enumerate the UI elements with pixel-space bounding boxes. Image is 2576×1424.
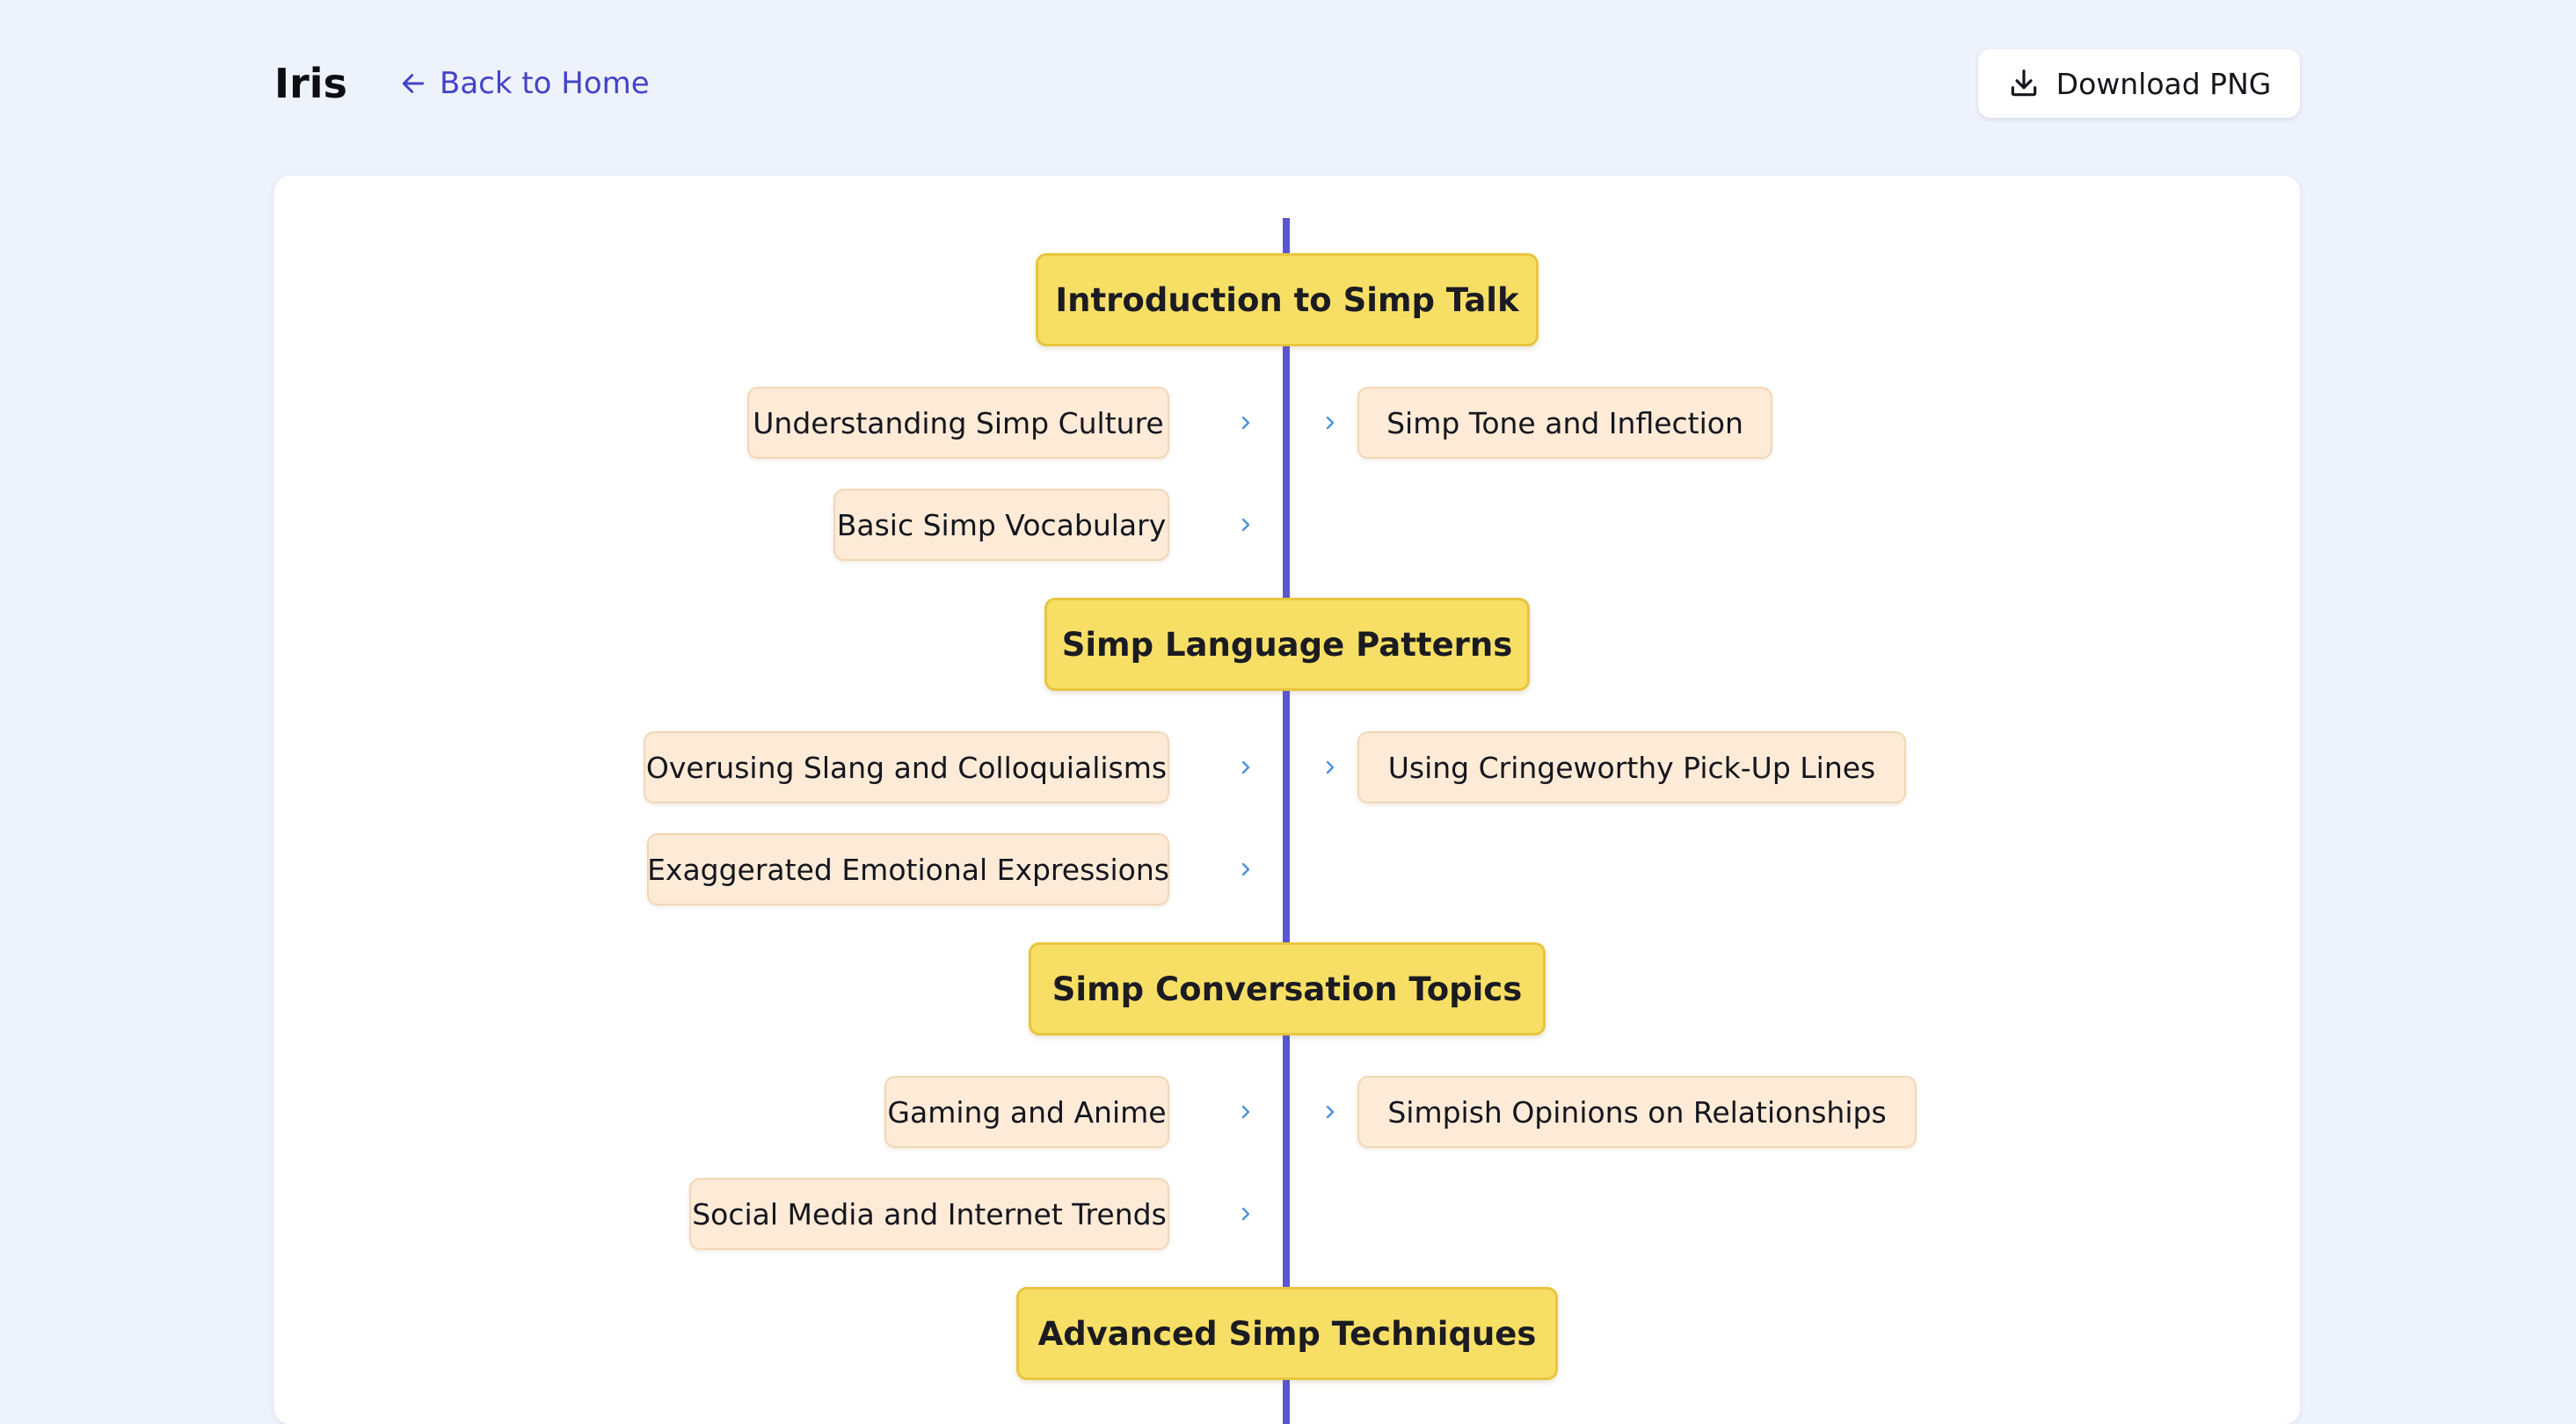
chevron-right-icon [1238,1206,1254,1222]
subtopic-understanding-simp-culture[interactable]: Understanding Simp Culture [747,387,1169,459]
download-icon [2007,67,2041,100]
subtopic-exaggerated-emotional-expressions[interactable]: Exaggerated Emotional Expressions [647,833,1169,905]
chevron-right-icon [1238,759,1254,775]
arrow-left-icon [399,69,427,98]
download-png-button[interactable]: Download PNG [1978,49,2300,118]
chevron-right-icon [1322,415,1338,431]
chevron-right-icon [1238,415,1254,431]
subtopic-using-cringeworthy-pick-up-lines[interactable]: Using Cringeworthy Pick-Up Lines [1357,731,1906,803]
subtopic-gaming-and-anime[interactable]: Gaming and Anime [884,1076,1169,1148]
chevron-right-icon [1238,861,1254,877]
topic-advanced-simp-techniques[interactable]: Advanced Simp Techniques [1016,1287,1558,1380]
topic-simp-language-patterns[interactable]: Simp Language Patterns [1044,598,1530,691]
topic-simp-conversation-topics[interactable]: Simp Conversation Topics [1029,942,1546,1035]
download-png-label: Download PNG [2056,66,2272,101]
subtopic-basic-simp-vocabulary[interactable]: Basic Simp Vocabulary [833,489,1169,561]
chevron-right-icon [1238,517,1254,533]
chevron-right-icon [1322,759,1338,775]
subtopic-simp-tone-and-inflection[interactable]: Simp Tone and Inflection [1357,387,1772,459]
app-title: Iris [274,60,347,107]
chevron-right-icon [1322,1104,1338,1120]
subtopic-simpish-opinions-on-relationships[interactable]: Simpish Opinions on Relationships [1357,1076,1917,1148]
subtopic-social-media-and-internet-trends[interactable]: Social Media and Internet Trends [689,1178,1169,1250]
subtopic-overusing-slang-and-colloquialisms[interactable]: Overusing Slang and Colloquialisms [644,731,1169,803]
back-to-home-label: Back to Home [440,66,650,101]
chevron-right-icon [1238,1104,1254,1120]
topic-introduction-to-simp-talk[interactable]: Introduction to Simp Talk [1036,253,1539,346]
roadmap-spine [1283,218,1290,1424]
back-to-home-link[interactable]: Back to Home [399,58,650,109]
roadmap-canvas: Introduction to Simp Talk Understanding … [274,176,2300,1424]
